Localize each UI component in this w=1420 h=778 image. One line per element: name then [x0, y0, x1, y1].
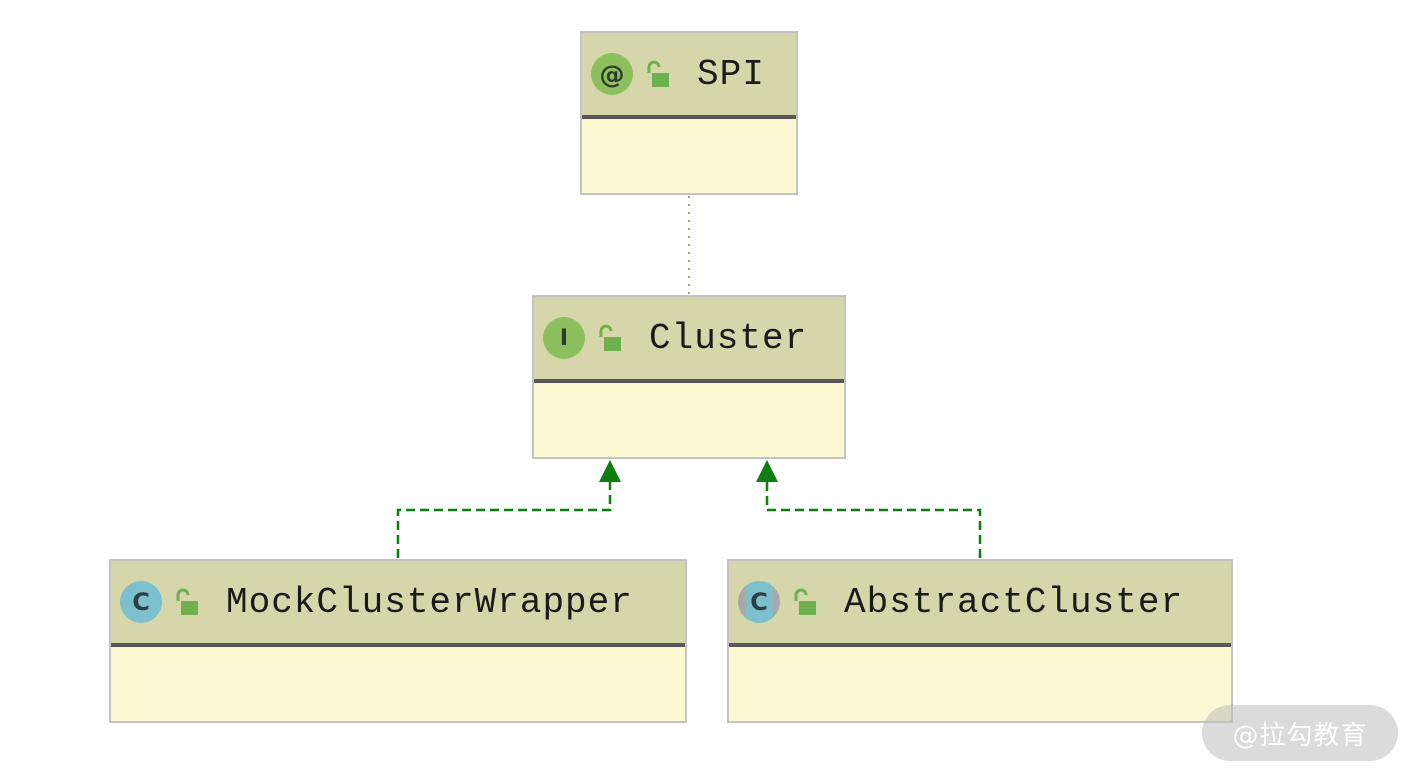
uml-node-cluster[interactable]: I Cluster [532, 295, 846, 459]
class-icon: C [120, 581, 162, 623]
uml-node-spi[interactable]: @ SPI [580, 31, 798, 195]
annotation-icon: @ [591, 53, 633, 95]
interface-icon: I [543, 317, 585, 359]
node-header: C AbstractCluster [729, 561, 1231, 647]
node-title: AbstractCluster [844, 581, 1184, 623]
abstract-class-icon: C [738, 581, 780, 623]
implements-edge-mock-cluster [396, 480, 612, 558]
watermark-badge: @拉勾教育 [1202, 705, 1398, 761]
node-title: SPI [697, 53, 765, 95]
watermark-text: @拉勾教育 [1232, 720, 1368, 751]
unlocked-padlock-icon [176, 588, 198, 615]
node-title: MockClusterWrapper [226, 581, 633, 623]
unlocked-padlock-icon [599, 324, 621, 351]
node-header: I Cluster [534, 297, 844, 383]
uml-node-mock-cluster-wrapper[interactable]: C MockClusterWrapper [109, 559, 687, 723]
implements-edge-abstract-cluster [765, 480, 982, 558]
implements-arrowhead-abstract [756, 460, 778, 482]
implements-arrowhead-mock [599, 460, 621, 482]
unlocked-padlock-icon [647, 60, 669, 87]
uml-node-abstract-cluster[interactable]: C AbstractCluster [727, 559, 1233, 723]
unlocked-padlock-icon [794, 588, 816, 615]
node-header: C MockClusterWrapper [111, 561, 685, 647]
node-title: Cluster [649, 317, 808, 359]
node-header: @ SPI [582, 33, 796, 119]
